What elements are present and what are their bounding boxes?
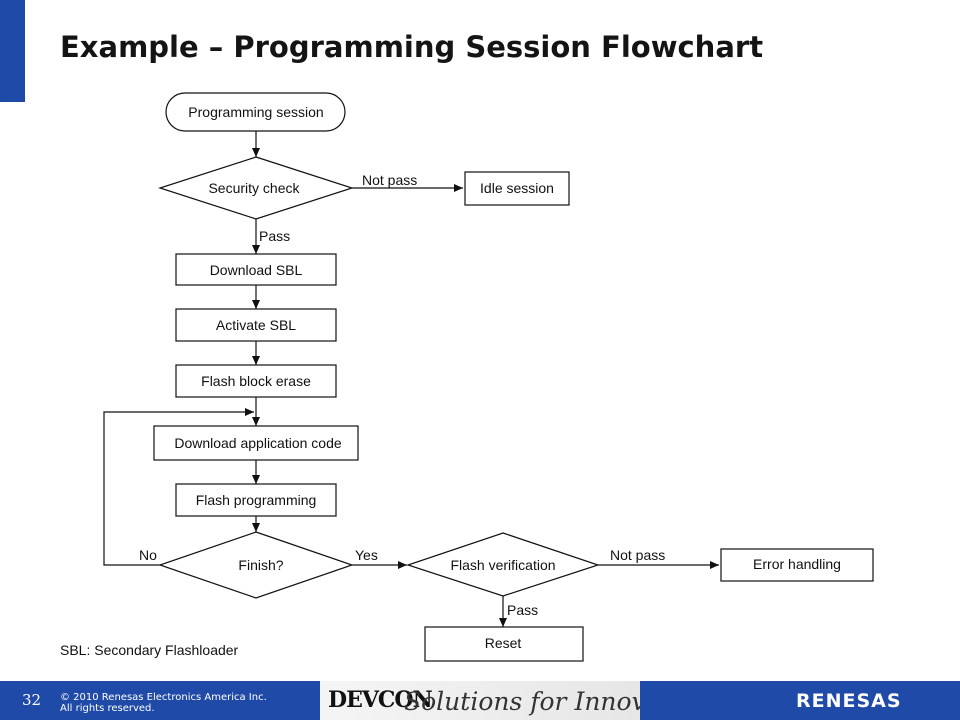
edge-finish-no-loop [103,408,254,566]
node-flash-programming-shape [175,483,337,517]
node-flash-verification-shape [406,532,600,597]
node-flash-programming: Flash programming [196,492,317,508]
edge-label-security-pass: Pass [259,228,290,244]
slide-footer: 32 © 2010 Renesas Electronics America In… [0,681,960,720]
node-security-check: Security check [208,180,300,196]
edge-label-verify-not-pass: Not pass [610,547,665,563]
renesas-logo: RENESAS [796,690,902,712]
node-finish-shape [158,531,354,599]
node-idle-session-shape [464,171,570,206]
page-number: 32 [22,691,42,709]
edge-label-verify-pass: Pass [507,602,538,618]
node-download-sbl-shape [175,253,337,286]
footer-right-panel: RENESAS [640,681,960,720]
node-programming-session: Programming session [188,104,323,120]
node-activate-sbl: Activate SBL [216,317,296,333]
copyright-line-2: All rights reserved. [60,703,155,714]
node-download-sbl: Download SBL [210,262,303,278]
node-activate-sbl-shape [175,308,337,342]
node-reset-shape [424,626,584,662]
footer-banner: DEVCON Solutions for Innovation [320,681,710,720]
node-flash-block-erase-shape [175,364,337,398]
flowchart: Programming session Security check Idle … [103,92,874,662]
edge-label-security-not-pass: Not pass [362,172,417,188]
node-download-app-code-shape [153,425,359,461]
slide-title: Example – Programming Session Flowchart [60,30,764,64]
title-accent-bar [0,0,25,102]
node-flash-verification: Flash verification [450,557,555,573]
sbl-footnote: SBL: Secondary Flashloader [60,642,239,658]
edge-label-finish-no: No [139,547,157,563]
node-error-handling: Error handling [753,556,841,572]
node-programming-session-shape [165,92,346,132]
node-flash-block-erase: Flash block erase [201,373,311,389]
node-error-handling-shape [720,548,874,582]
footer-left-panel: 32 © 2010 Renesas Electronics America In… [0,681,320,720]
node-idle-session: Idle session [480,180,554,196]
node-security-check-shape [158,156,354,220]
node-reset: Reset [485,635,522,651]
copyright-line-1: © 2010 Renesas Electronics America Inc. [60,692,267,703]
node-finish: Finish? [238,557,283,573]
edge-label-finish-yes: Yes [355,547,378,563]
node-download-app-code: Download application code [174,435,342,451]
devcon-logo: DEVCON [328,687,433,713]
copyright-text: © 2010 Renesas Electronics America Inc. … [60,692,267,714]
